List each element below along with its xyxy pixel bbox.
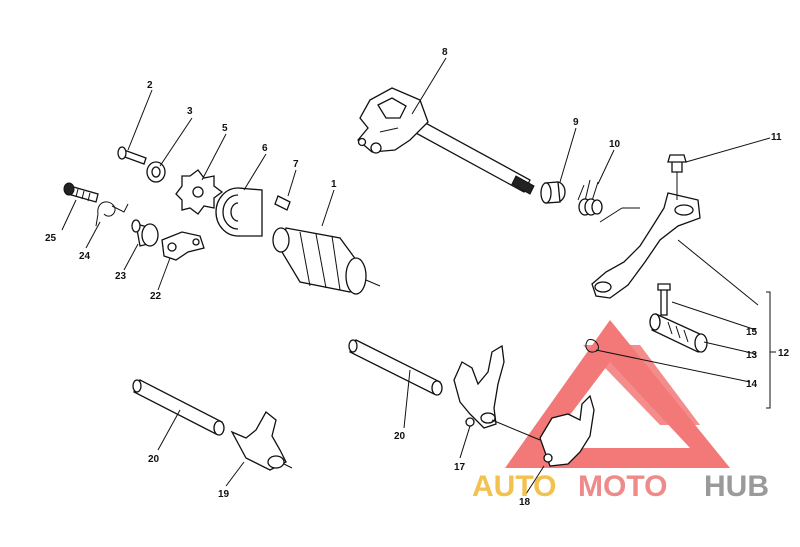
callout-23: 23 — [115, 271, 127, 282]
callout-11: 11 — [771, 132, 782, 143]
fork-rod-left — [132, 379, 225, 436]
watermark-logo — [505, 320, 730, 468]
callout-19: 19 — [218, 489, 230, 500]
callout-24: 24 — [79, 251, 91, 262]
callout-8: 8 — [442, 47, 448, 58]
callout-2: 2 — [147, 80, 153, 91]
locating-pin — [274, 195, 291, 211]
drum-bearing — [215, 187, 263, 237]
callout-5: 5 — [222, 123, 228, 134]
selector-shaft — [357, 87, 535, 195]
detent-lever — [161, 231, 205, 261]
leader-lines — [61, 57, 771, 495]
callout-6: 6 — [262, 143, 268, 154]
bushing — [540, 181, 566, 204]
callout-9: 9 — [573, 117, 579, 128]
detent-spring — [95, 201, 129, 227]
callout-22: 22 — [150, 291, 162, 302]
callout-18: 18 — [519, 497, 531, 508]
shift-fork-17 — [453, 344, 505, 429]
selector-drum — [272, 227, 381, 295]
pawl-arm — [591, 154, 701, 299]
watermark-triangle-stripe — [583, 345, 700, 425]
callout-14: 14 — [746, 379, 758, 390]
shift-fork-19 — [230, 411, 293, 471]
cam-screw — [117, 146, 147, 165]
callout-25: 25 — [45, 233, 57, 244]
watermark-auto: AUTO — [472, 470, 556, 503]
callout-13: 13 — [746, 350, 758, 361]
detent-roller — [131, 219, 159, 247]
callout-1: 1 — [331, 179, 337, 190]
callout-20-left: 20 — [148, 454, 160, 465]
star-cam — [175, 169, 224, 215]
callout-12: 12 — [778, 348, 790, 359]
watermark-text: AUTO MOTO HUB — [472, 470, 769, 503]
callout-15: 15 — [746, 327, 758, 338]
cam-washer — [146, 161, 166, 183]
callout-17: 17 — [454, 462, 466, 473]
group-bracket — [677, 239, 776, 409]
callout-10: 10 — [609, 139, 621, 150]
shift-fork-18 — [491, 394, 595, 467]
watermark-moto: MOTO — [578, 470, 667, 503]
fork-rod-right — [348, 339, 443, 396]
return-spring — [577, 179, 603, 216]
callout-20-right: 20 — [394, 431, 406, 442]
detent-bolt — [63, 182, 99, 203]
pawl-spring-assembly — [649, 283, 708, 353]
callout-7: 7 — [293, 159, 299, 170]
watermark-hub: HUB — [704, 470, 769, 503]
callout-3: 3 — [187, 106, 193, 117]
callout-labels: 2 3 5 6 7 1 8 9 10 11 12 13 14 15 17 18 … — [45, 47, 790, 508]
